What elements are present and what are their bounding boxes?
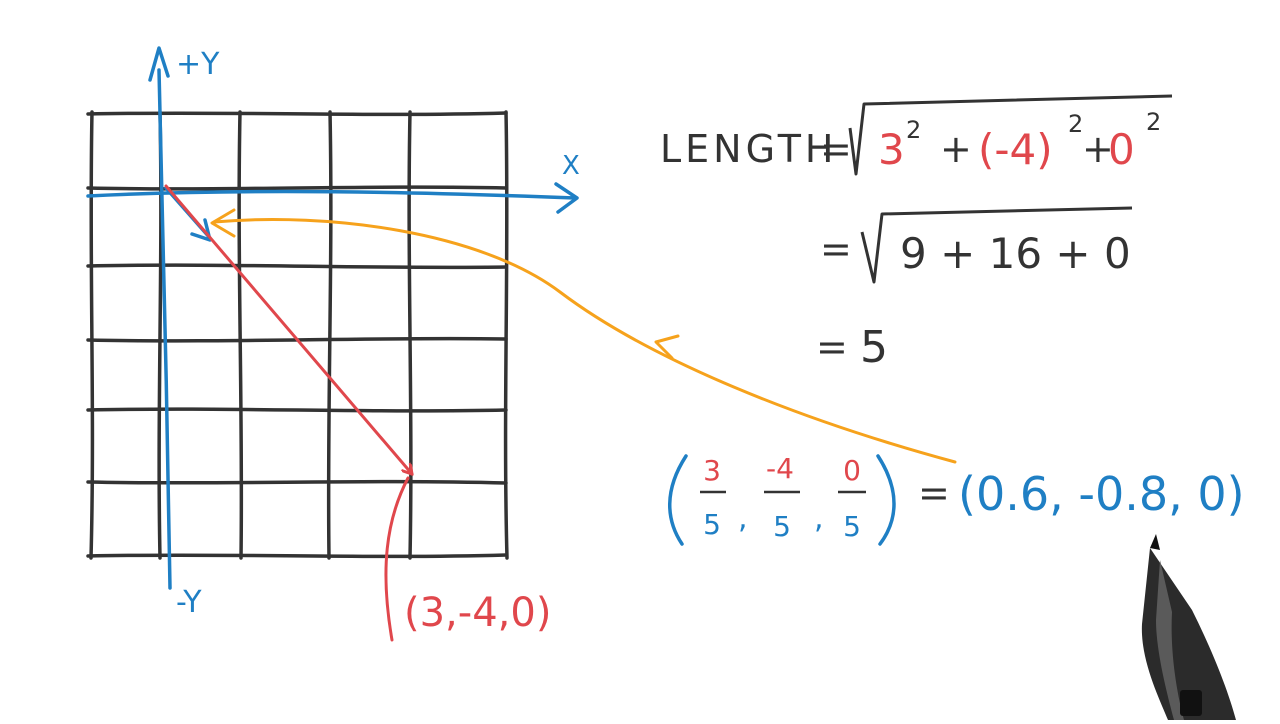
term2-base: (-4): [978, 125, 1053, 174]
length-equals: =: [820, 127, 852, 171]
step-three-equals: =: [816, 325, 848, 369]
y-axis: [157, 68, 172, 590]
length-radical: [848, 94, 1173, 176]
grid-horizontal-line: [86, 553, 508, 559]
pen-button: [1180, 690, 1202, 716]
step-three-value: 5: [860, 322, 888, 373]
frac3-den: 5: [843, 510, 861, 543]
grid-horizontal-line: [86, 479, 508, 485]
frac1-num: 3: [703, 454, 721, 487]
x-axis-label: X: [562, 151, 580, 181]
term3-base: 0: [1108, 125, 1135, 174]
result-arrow-head: [210, 208, 236, 238]
grid-vertical-line: [237, 110, 244, 560]
grid: [86, 110, 509, 560]
result-arrow: [210, 208, 957, 464]
length-equation: LENGTH = 3 2 + (-4) 2 + 0 2: [660, 94, 1173, 176]
comma-1: ,: [738, 501, 748, 536]
grid-vertical-line: [89, 110, 95, 560]
plus-1: +: [940, 127, 972, 171]
step-two-expression: 9 + 16 + 0: [900, 229, 1131, 278]
normalize-equals: =: [918, 471, 950, 515]
y-axis-arrowhead: [148, 46, 170, 82]
grid-horizontal-line: [86, 263, 508, 270]
term1-base: 3: [878, 125, 905, 174]
frac2-den: 5: [773, 510, 791, 543]
term1-exp: 2: [906, 116, 921, 144]
grid-vertical-line: [503, 110, 509, 560]
point-label: (3,-4,0): [404, 590, 551, 636]
pos-y-label: +Y: [176, 47, 220, 82]
grid-vertical-line: [326, 110, 333, 560]
neg-y-label: -Y: [176, 585, 202, 620]
step-three: = 5: [816, 322, 888, 373]
step-two-equals: =: [820, 227, 852, 271]
normalize-equation: 3 5 , -4 5 , 0 5 = (0.6, -0.8, 0): [668, 452, 1245, 546]
result-arrow-midhead: [654, 334, 680, 360]
grid-horizontal-line: [86, 407, 508, 413]
position-vector-line: [164, 184, 412, 474]
step-two: = 9 + 16 + 0: [820, 206, 1133, 284]
normalized-result: (0.6, -0.8, 0): [958, 467, 1245, 521]
pen-tip: [1150, 534, 1160, 550]
grid-vertical-line: [407, 110, 413, 560]
x-axis-arrowhead: [554, 182, 579, 214]
comma-2: ,: [814, 501, 824, 536]
stylus-pen: [1141, 534, 1236, 720]
grid-horizontal-line: [86, 185, 508, 191]
pen-highlight: [1156, 560, 1184, 720]
step-two-radical: [860, 206, 1133, 284]
position-vector: [164, 184, 412, 642]
frac2-num: -4: [766, 452, 794, 485]
plus-2: +: [1082, 127, 1114, 171]
right-paren: [876, 454, 896, 546]
x-axis: [86, 189, 577, 200]
term2-exp: 2: [1068, 110, 1083, 138]
point-leader-line: [384, 476, 410, 642]
frac1-den: 5: [703, 508, 721, 541]
grid-horizontal-line: [86, 111, 508, 117]
left-paren: [668, 454, 688, 546]
term3-exp: 2: [1146, 108, 1161, 136]
frac3-num: 0: [843, 454, 861, 487]
length-label: LENGTH: [660, 127, 837, 171]
result-arrow-curve: [212, 218, 957, 464]
